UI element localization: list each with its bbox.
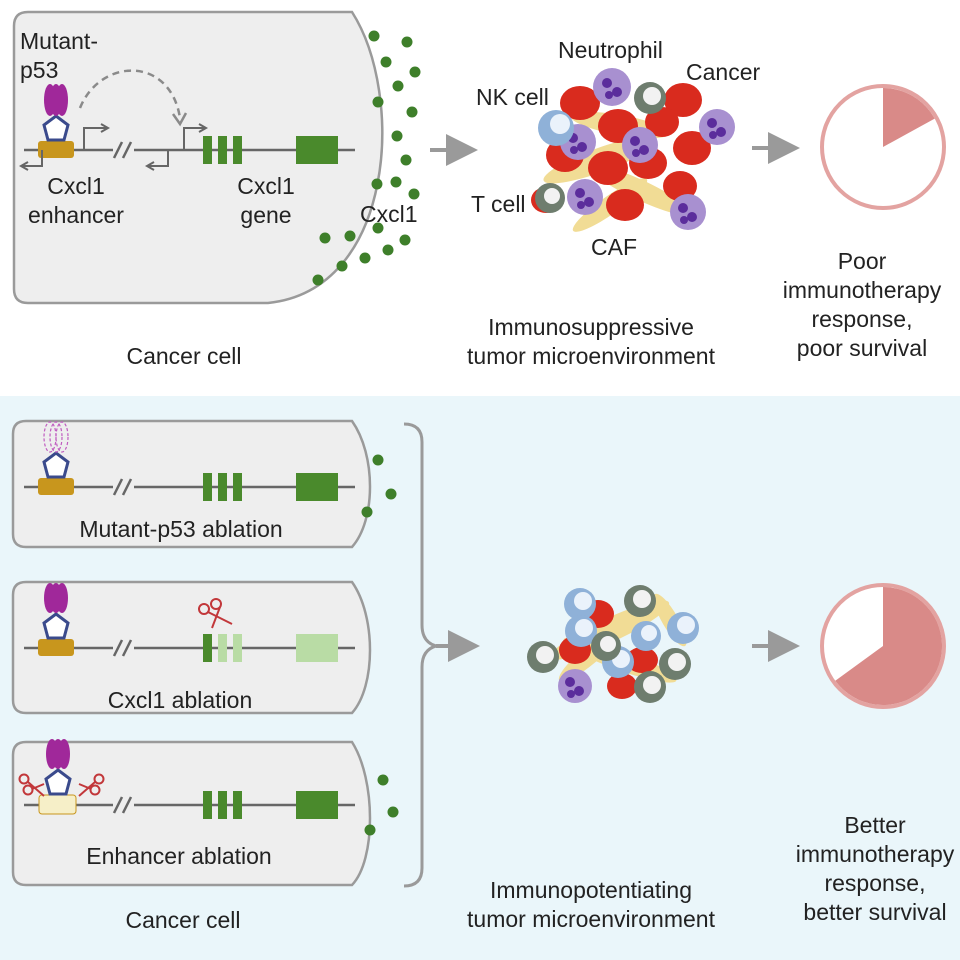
- nk-cell-top: [538, 110, 574, 146]
- label-cxcl1-enhancer: Cxcl1 enhancer: [28, 173, 124, 228]
- label-nk-cell: NK cell: [476, 84, 549, 110]
- label-outcome-bottom: Better immunotherapy response, better su…: [795, 812, 955, 925]
- label-immunosuppressive: Immunosuppressive tumor microenvironment: [467, 314, 715, 369]
- cxcl1-gene-exons-top: [203, 136, 338, 164]
- label-cancer: Cancer: [686, 59, 761, 85]
- enhancer-box-1: [38, 478, 74, 495]
- pie-slice-top: [883, 88, 935, 147]
- enhancer-loop-arrow: [78, 69, 182, 119]
- enhancer-box-top: [38, 141, 74, 158]
- enhancer-box-3: [38, 794, 77, 815]
- scissors-icon: [18, 773, 45, 797]
- label-caf: CAF: [591, 234, 637, 260]
- label-mutant-p53: Mutant- p53: [20, 28, 98, 83]
- p53-ghost-1: [42, 421, 70, 479]
- label-cxcl1-gene: Cxcl1 gene: [237, 173, 295, 228]
- neutrophils-top: [560, 68, 735, 230]
- enhancer-loop-arrowhead: [171, 112, 188, 127]
- scissors-icon: [198, 598, 233, 629]
- label-immunopotentiating: Immunopotentiating tumor microenvironmen…: [467, 877, 715, 932]
- tumor-cluster-bottom: [527, 585, 699, 703]
- pie-slice-bottom: [835, 587, 943, 706]
- label-t-cell: T cell: [471, 191, 526, 217]
- tumor-cluster-top: [531, 68, 735, 232]
- t-cells-top: [535, 82, 666, 213]
- scissors-icon: [78, 773, 105, 797]
- label-cxcl1-ablation: Cxcl1 ablation: [107, 687, 253, 713]
- label-cancer-cell-bottom: Cancer cell: [125, 907, 241, 933]
- label-cxcl1: Cxcl1: [360, 201, 418, 227]
- grouping-bracket: [403, 422, 442, 888]
- survival-pie-bottom: [820, 583, 946, 709]
- cancer-cell-ablation-3: [11, 740, 372, 887]
- survival-pie-top: [820, 84, 946, 210]
- neutrophil-bottom: [558, 669, 592, 703]
- p53-complex-3: [44, 739, 72, 796]
- transcription-arrows-top: [18, 123, 209, 171]
- label-enhancer-ablation: Enhancer ablation: [86, 843, 272, 869]
- cxcl1-dots-top: [312, 30, 421, 286]
- gene-exons-3: [203, 791, 338, 819]
- label-outcome-top: Poor immunotherapy response, poor surviv…: [782, 248, 942, 361]
- t-cells-bottom: [527, 585, 691, 703]
- label-mutant-p53-ablation: Mutant-p53 ablation: [79, 516, 283, 542]
- label-neutrophil: Neutrophil: [558, 37, 663, 63]
- label-cancer-cell-top: Cancer cell: [126, 343, 242, 369]
- gene-exons-2: [203, 634, 338, 662]
- enhancer-box-2: [38, 639, 74, 656]
- cancer-cell-ablation-1: [11, 419, 372, 549]
- p53-complex-2: [42, 583, 70, 640]
- cxcl1-dots-3: [364, 774, 399, 836]
- p53-complex-top: [42, 84, 70, 142]
- gene-exons-1: [203, 473, 338, 501]
- cxcl1-dots-1: [361, 454, 397, 518]
